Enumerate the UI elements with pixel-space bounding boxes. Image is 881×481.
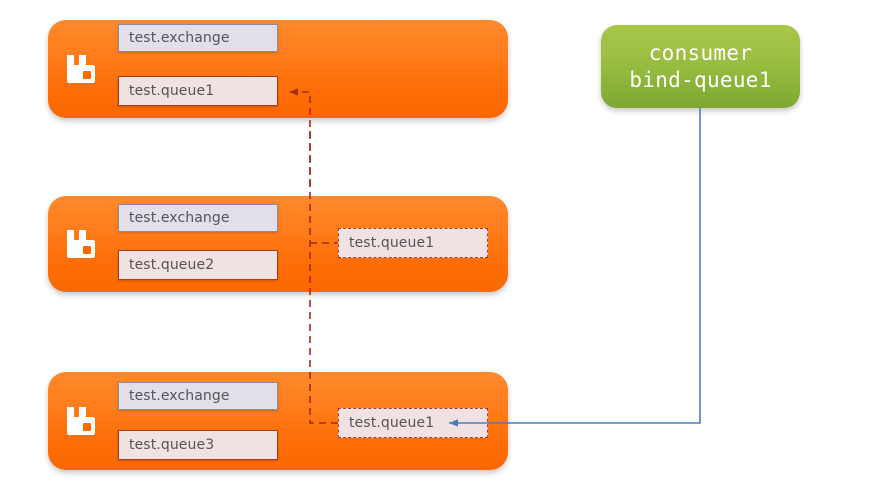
queue-chip-node-3[interactable]: test.queue3 (118, 430, 278, 460)
exchange-label: test.exchange (129, 30, 230, 46)
mirror-queue-label: test.queue1 (349, 415, 435, 431)
exchange-chip-node-3[interactable]: test.exchange (118, 382, 278, 410)
queue-chip-node-2[interactable]: test.queue2 (118, 250, 278, 280)
exchange-label: test.exchange (129, 388, 230, 404)
exchange-label: test.exchange (129, 210, 230, 226)
consumer-line-2: bind-queue1 (629, 67, 772, 92)
queue-chip-node-1[interactable]: test.queue1 (118, 76, 278, 106)
consumer-node[interactable]: consumer bind-queue1 (601, 25, 800, 108)
rabbitmq-node-2[interactable]: test.exchange test.queue2 test.queue1 (48, 196, 508, 292)
exchange-chip-node-2[interactable]: test.exchange (118, 204, 278, 232)
rabbitmq-logo-icon (62, 402, 100, 440)
mirror-queue-chip-node-2[interactable]: test.queue1 (338, 228, 488, 258)
queue-label: test.queue3 (129, 437, 215, 453)
consumer-line-1: consumer (648, 40, 753, 65)
rabbitmq-node-1[interactable]: test.exchange test.queue1 (48, 20, 508, 118)
rabbitmq-logo-icon (62, 50, 100, 88)
mirror-queue-label: test.queue1 (349, 235, 435, 251)
queue-label: test.queue1 (129, 83, 215, 99)
exchange-chip-node-1[interactable]: test.exchange (118, 24, 278, 52)
rabbitmq-node-3[interactable]: test.exchange test.queue3 test.queue1 (48, 372, 508, 470)
rabbitmq-logo-icon (62, 225, 100, 263)
queue-label: test.queue2 (129, 257, 215, 273)
mirror-queue-chip-node-3[interactable]: test.queue1 (338, 408, 488, 438)
